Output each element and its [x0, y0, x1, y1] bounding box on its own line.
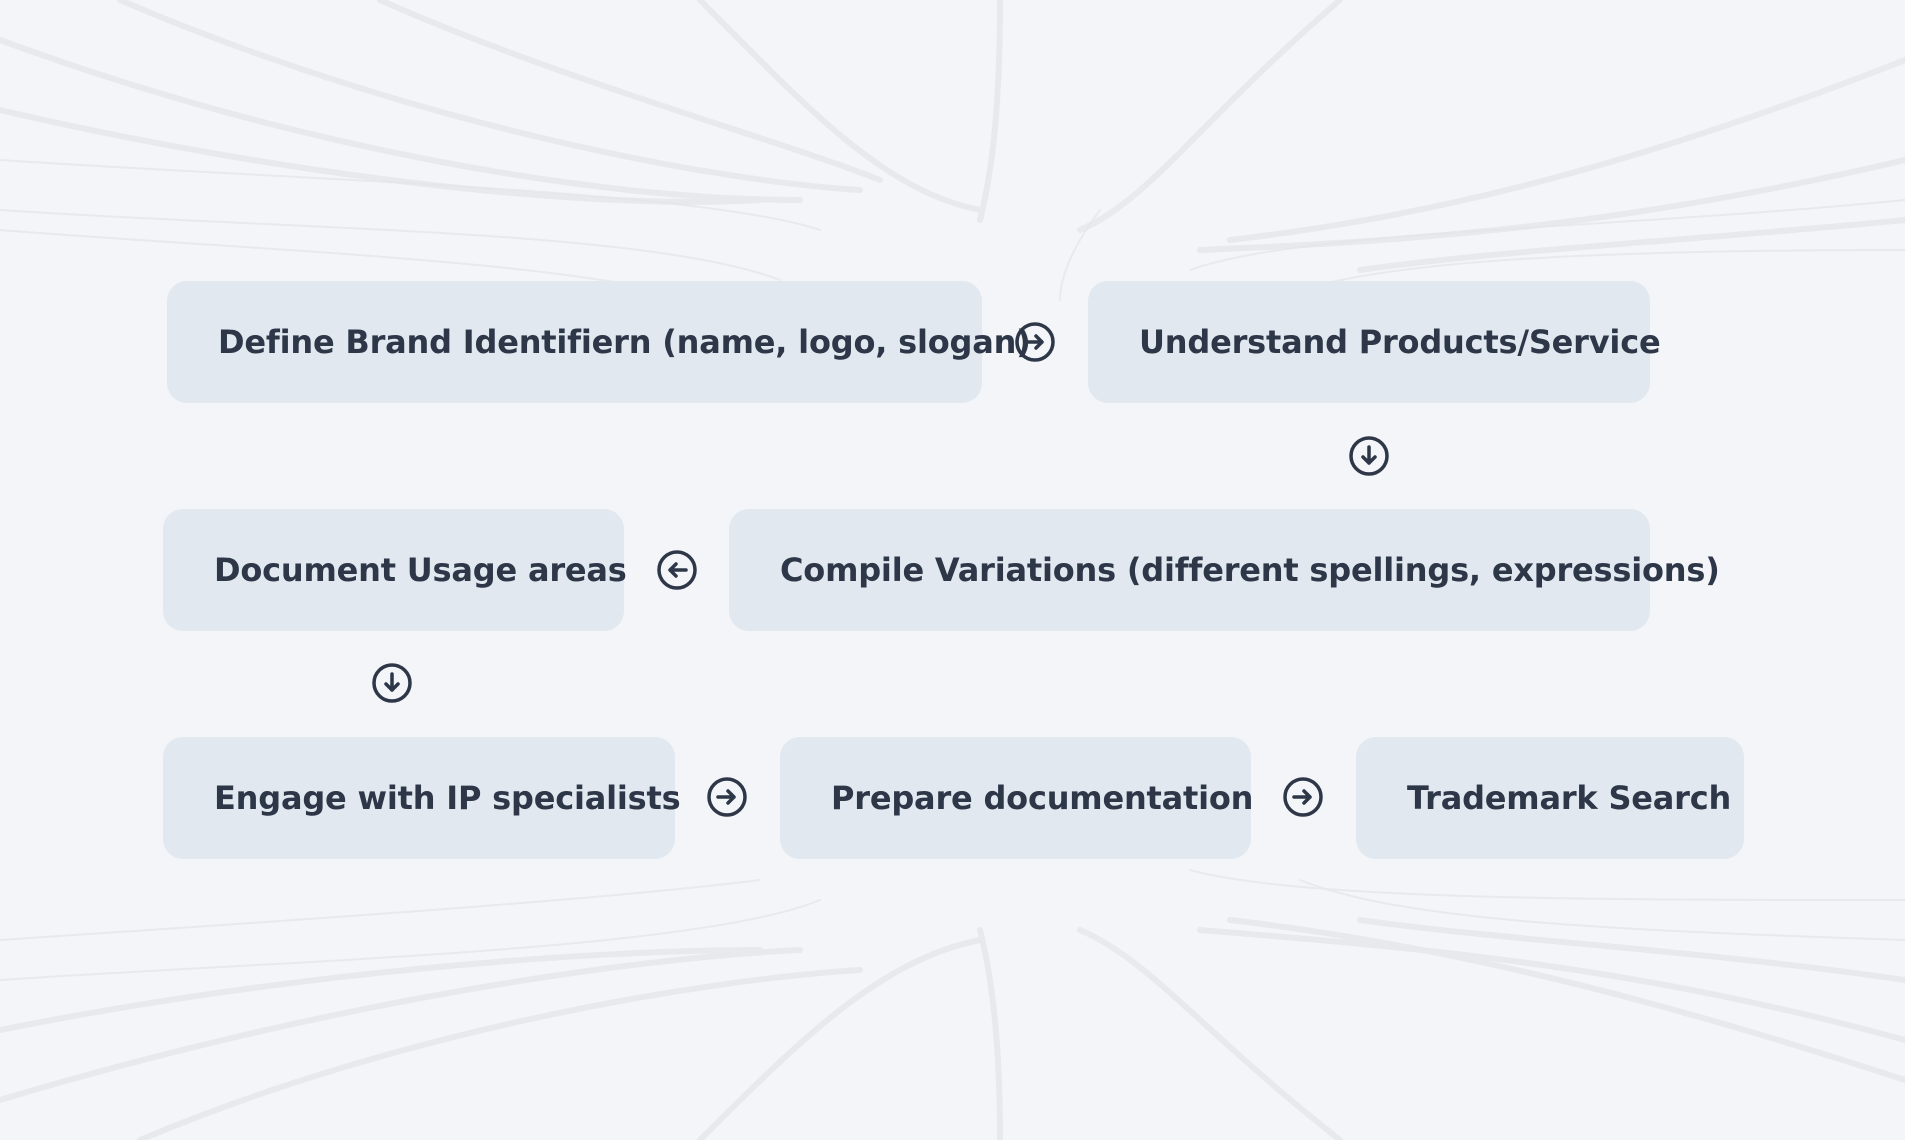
step-label: Compile Variations (different spellings,…	[780, 551, 1720, 589]
arrow-down-circle-icon	[1349, 436, 1389, 476]
step-trademark-search: Trademark Search	[1356, 737, 1744, 859]
arrow-right-circle-icon	[1283, 777, 1323, 817]
step-label: Document Usage areas	[214, 551, 627, 589]
step-label: Understand Products/Service	[1139, 323, 1661, 361]
step-engage-ip-specialists: Engage with IP specialists	[163, 737, 681, 859]
step-compile-variations: Compile Variations (different spellings,…	[729, 509, 1720, 631]
step-document-usage-areas: Document Usage areas	[163, 509, 627, 631]
arrow-left-circle-icon	[657, 550, 697, 590]
step-label: Engage with IP specialists	[214, 779, 681, 817]
arrow-down-circle-icon	[372, 663, 412, 703]
arrow-right-circle-icon	[707, 777, 747, 817]
step-label: Trademark Search	[1407, 779, 1732, 817]
step-prepare-documentation: Prepare documentation	[780, 737, 1254, 859]
step-label: Define Brand Identifiern (name, logo, sl…	[218, 323, 1031, 361]
step-label: Prepare documentation	[831, 779, 1254, 817]
step-define-brand-identifier: Define Brand Identifiern (name, logo, sl…	[167, 281, 1031, 403]
arrow-right-circle-icon	[1015, 322, 1055, 362]
step-understand-products: Understand Products/Service	[1088, 281, 1661, 403]
